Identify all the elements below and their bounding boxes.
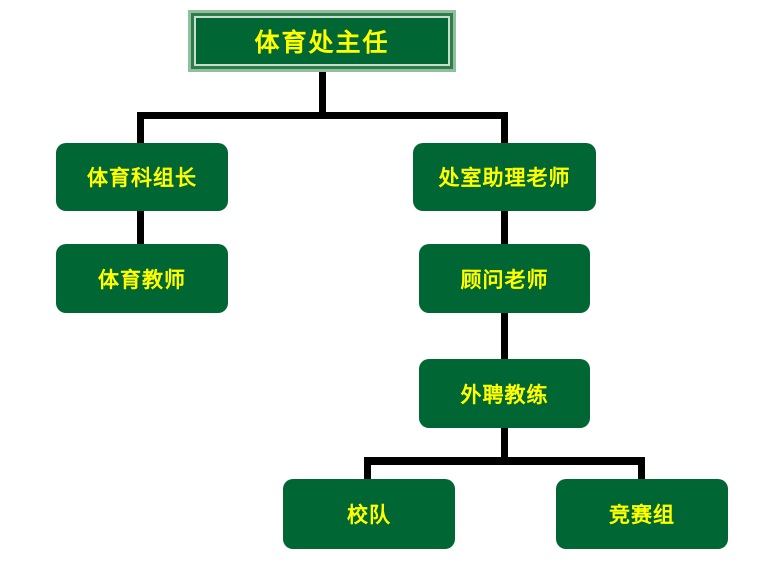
node-pe-teacher: 体育教师 bbox=[56, 244, 228, 313]
node-label: 校队 bbox=[347, 503, 391, 527]
connector-leader-teacher bbox=[137, 210, 144, 245]
node-label: 体育处主任 bbox=[254, 28, 390, 57]
node-school-team: 校队 bbox=[283, 479, 455, 549]
connector-to-pe-group-leader bbox=[137, 112, 144, 144]
node-label: 体育教师 bbox=[98, 267, 186, 292]
node-label: 外聘教练 bbox=[460, 382, 549, 407]
node-pe-group-leader: 体育科组长 bbox=[56, 143, 228, 211]
connector-director-down bbox=[319, 72, 326, 117]
node-advisor-teacher: 顾问老师 bbox=[419, 244, 590, 313]
node-label: 体育科组长 bbox=[87, 166, 197, 190]
connector-to-competition-group bbox=[638, 457, 645, 480]
connector-level4-horizontal bbox=[364, 457, 645, 465]
node-director: 体育处主任 bbox=[188, 10, 456, 72]
node-external-coach: 外聘教练 bbox=[419, 359, 590, 428]
node-competition-group: 竞赛组 bbox=[556, 479, 728, 549]
connector-advisor-coach bbox=[501, 312, 508, 360]
node-label: 处室助理老师 bbox=[438, 166, 571, 190]
connector-assistant-advisor bbox=[501, 210, 508, 245]
connector-level1-horizontal bbox=[137, 112, 508, 119]
node-label: 顾问老师 bbox=[460, 267, 549, 292]
node-label: 竞赛组 bbox=[609, 503, 675, 527]
connector-coach-down bbox=[501, 427, 508, 463]
connector-to-school-team bbox=[364, 457, 371, 480]
connector-to-office-assistant bbox=[501, 112, 508, 144]
node-office-assistant: 处室助理老师 bbox=[413, 143, 596, 211]
